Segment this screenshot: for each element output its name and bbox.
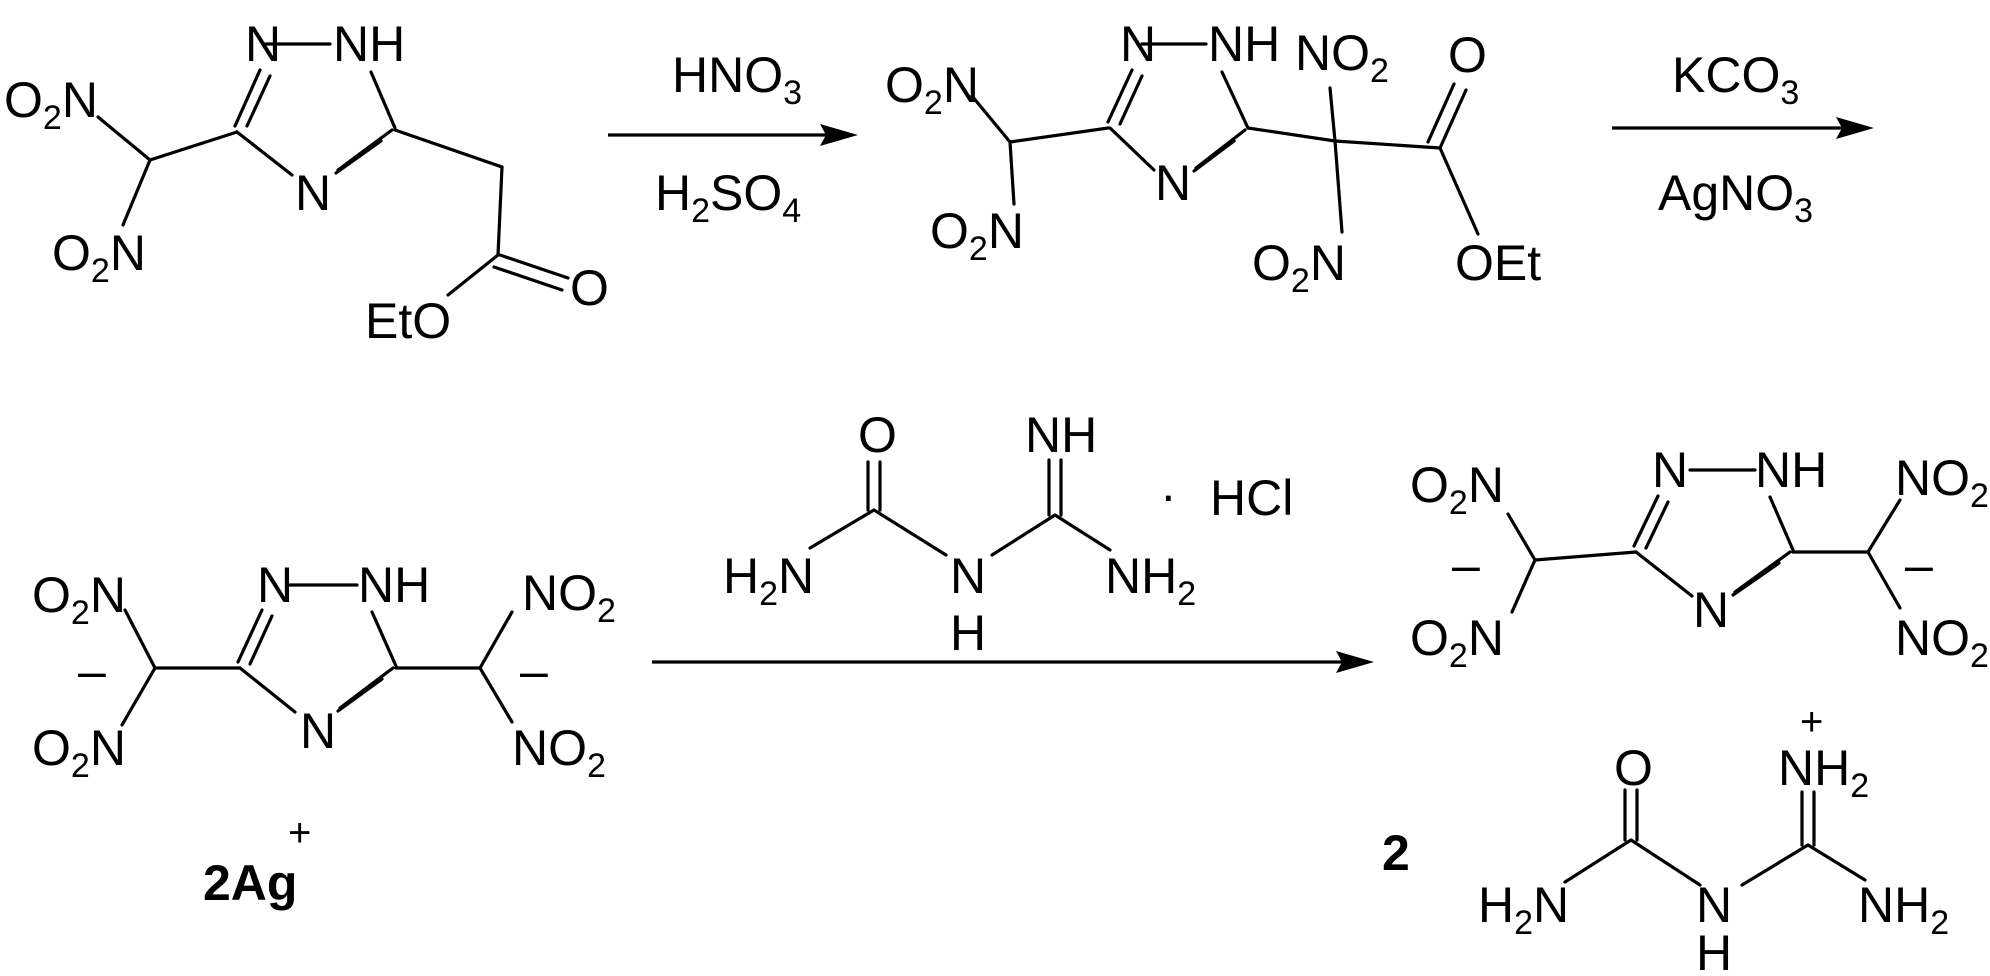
atom-n: N <box>950 548 986 604</box>
reaction-arrow-salt-exchange: O NH H2N N H NH2 · HCl <box>652 407 1374 673</box>
atom-n: N <box>1696 877 1732 933</box>
reaction-arrow-silver-salt: KCO3 AgNO3 <box>1612 47 1874 230</box>
atom-o: O <box>570 260 609 316</box>
atom-o2n: O2N <box>32 720 126 785</box>
molecule-nitrated-intermediate: NH N N O2N O2N NO2 O2N O OEt <box>885 16 1541 300</box>
charge-minus: – <box>520 643 548 699</box>
atom-o2n: O2N <box>930 203 1024 268</box>
atom-no2: NO2 <box>1295 25 1389 90</box>
reagent-h2so4: H2SO4 <box>655 165 801 230</box>
label-silver-cations: 2Ag <box>203 855 297 911</box>
reagent-dot: · <box>1160 467 1177 523</box>
product-cation: O + NH2 H2N N H NH2 <box>1478 700 1949 976</box>
compound-label: 2 <box>1382 825 1410 881</box>
reagent-agno3: AgNO3 <box>1658 165 1813 230</box>
product-anion: NH N N O2N O2N – NO2 NO2 – <box>1410 442 1989 675</box>
reagent-hcl: HCl <box>1210 470 1293 526</box>
atom-n: N <box>300 703 336 759</box>
atom-n: N <box>1120 16 1156 72</box>
atom-o2n: O2N <box>52 225 146 290</box>
atom-h: H <box>950 605 986 661</box>
reagent-hno3: HNO3 <box>672 47 802 112</box>
atom-no2: NO2 <box>1895 450 1989 515</box>
atom-nh2: NH2 <box>1858 877 1949 942</box>
atom-n: N <box>1693 582 1729 638</box>
atom-o2n: O2N <box>1410 457 1504 522</box>
atom-n: N <box>245 16 281 72</box>
atom-o2n: O2N <box>1252 235 1346 300</box>
atom-n: N <box>1155 155 1191 211</box>
reagent-amidinourea-hcl: O NH H2N N H NH2 · HCl <box>723 407 1293 661</box>
atom-nh: NH <box>333 16 405 72</box>
atom-h2n: H2N <box>1478 877 1569 942</box>
atom-h: H <box>1696 925 1732 976</box>
atom-o2n: O2N <box>885 57 979 122</box>
charge-plus: + <box>1800 700 1823 744</box>
atom-no2: NO2 <box>1895 610 1989 675</box>
charge-minus: – <box>78 643 106 699</box>
label-silver-charge: + <box>288 811 311 855</box>
atom-h2n: H2N <box>723 548 814 613</box>
molecule-silver-salt: NH N N O2N O2N – NO2 NO2 – 2Ag + <box>32 557 616 911</box>
atom-o2n: O2N <box>32 567 126 632</box>
atom-eto: EtO <box>365 293 451 349</box>
atom-o2n: O2N <box>1410 610 1504 675</box>
atom-n: N <box>295 165 331 221</box>
atom-o: O <box>858 407 897 463</box>
charge-minus: – <box>1905 537 1933 593</box>
atom-no2: NO2 <box>512 720 606 785</box>
atom-o2n: O2N <box>4 72 98 137</box>
atom-o: O <box>1614 740 1653 796</box>
atom-nh2: NH2 <box>1778 740 1869 805</box>
atom-no2: NO2 <box>522 565 616 630</box>
charge-minus: – <box>1452 537 1480 593</box>
molecule-start-triazole-ester: NH N N O2N O2N O EtO <box>4 16 609 349</box>
atom-nh: NH <box>1208 16 1280 72</box>
atom-nh: NH <box>1025 407 1097 463</box>
atom-oet: OEt <box>1455 235 1541 291</box>
atom-n: N <box>1652 442 1688 498</box>
reaction-arrow-nitration: HNO3 H2SO4 <box>608 47 858 230</box>
atom-o: O <box>1448 27 1487 83</box>
atom-nh: NH <box>1755 442 1827 498</box>
atom-nh: NH <box>358 557 430 613</box>
atom-n: N <box>257 557 293 613</box>
atom-nh2: NH2 <box>1105 548 1196 613</box>
reagent-kco3: KCO3 <box>1672 47 1799 112</box>
